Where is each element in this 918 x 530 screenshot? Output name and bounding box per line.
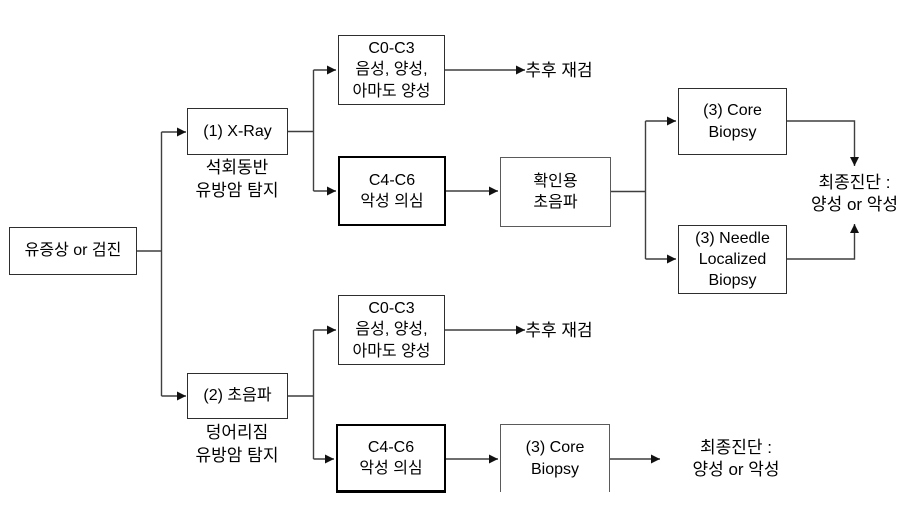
caption-xray: 석회동반 유방암 탐지 [195, 158, 279, 200]
caption-ultrasound: 덩어리짐 유방암 탐지 [195, 423, 279, 465]
node-needle-biopsy: (3) Needle Localized Biopsy [678, 225, 787, 294]
node-c4c6-ultrasound: C4-C6 악성 의심 [336, 424, 446, 493]
text-followup-ultrasound: 추후 재검 [525, 320, 593, 340]
node-start: 유증상 or 검진 [9, 227, 137, 275]
node-c0c3-ultrasound: C0-C3 음성, 양성, 아마도 양성 [338, 295, 445, 365]
text-final-diagnosis-xray: 최종진단 : 양성 or 악성 [810, 172, 899, 214]
node-c4c6-xray: C4-C6 악성 의심 [338, 156, 446, 226]
text-followup-xray: 추후 재검 [525, 60, 593, 80]
node-core-biopsy-ultrasound: (3) Core Biopsy [500, 424, 610, 492]
node-xray: (1) X-Ray [187, 108, 288, 155]
node-confirm-ultrasound: 확인용 초음파 [500, 157, 611, 227]
node-c0c3-xray: C0-C3 음성, 양성, 아마도 양성 [338, 35, 445, 105]
text-final-diagnosis-ultrasound: 최종진단 : 양성 or 악성 [692, 437, 780, 479]
node-core-biopsy-xray: (3) Core Biopsy [678, 88, 787, 155]
node-ultrasound: (2) 초음파 [187, 373, 288, 419]
